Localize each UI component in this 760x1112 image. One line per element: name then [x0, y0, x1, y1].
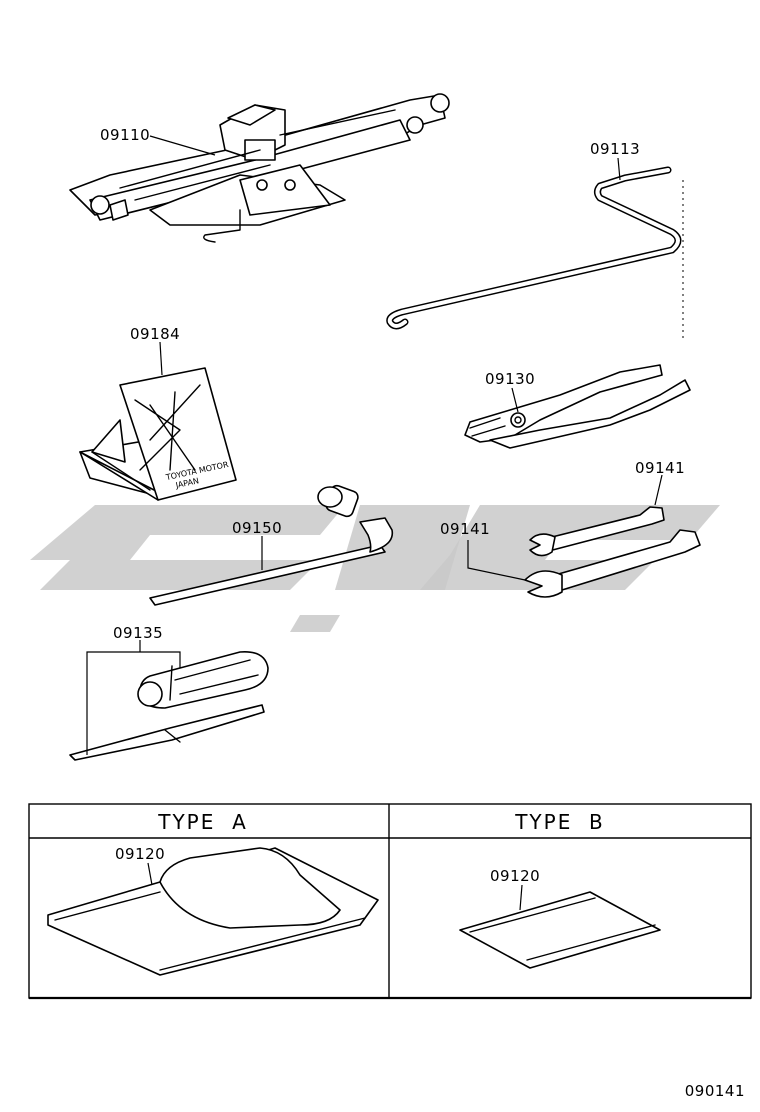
leader-09120-type-a: [147, 862, 153, 886]
type-table: [28, 803, 752, 1000]
tool-bag-type-b: [459, 891, 661, 969]
part-number-09120-type-a: 09120: [115, 845, 165, 863]
part-number-09110: 09110: [100, 126, 150, 144]
part-number-09150: 09150: [232, 519, 282, 537]
pliers: [464, 364, 691, 449]
leader-09113: [617, 157, 621, 181]
leader-09130: [511, 387, 519, 413]
leader-09184: [159, 341, 163, 376]
jack-handle-wrench: [149, 484, 394, 606]
leader-09135: [86, 651, 181, 755]
figure-code: 090141: [685, 1082, 745, 1100]
part-number-09184: 09184: [130, 325, 180, 343]
leader-09141-upper: [654, 474, 663, 506]
type-a-header: TYPE A: [157, 810, 248, 834]
wheel-chock: [79, 367, 237, 501]
part-number-09113: 09113: [590, 140, 640, 158]
part-number-09120-type-b: 09120: [490, 867, 540, 885]
scissor-jack: [69, 93, 450, 243]
leader-09110: [149, 135, 216, 156]
leader-09141-lower: [467, 540, 526, 581]
wrench-upper: [529, 506, 665, 557]
type-b-header: TYPE B: [514, 810, 605, 834]
screwdriver: [69, 651, 269, 761]
part-number-09141-upper: 09141: [635, 459, 685, 477]
part-number-09130: 09130: [485, 370, 535, 388]
leader-09120-type-b: [519, 884, 523, 911]
wrench-lower: [524, 529, 701, 598]
part-number-09135: 09135: [113, 624, 163, 642]
tool-bag-type-a: [47, 847, 379, 976]
part-number-09141-lower: 09141: [440, 520, 490, 538]
jack-handle-bar: [386, 166, 684, 340]
